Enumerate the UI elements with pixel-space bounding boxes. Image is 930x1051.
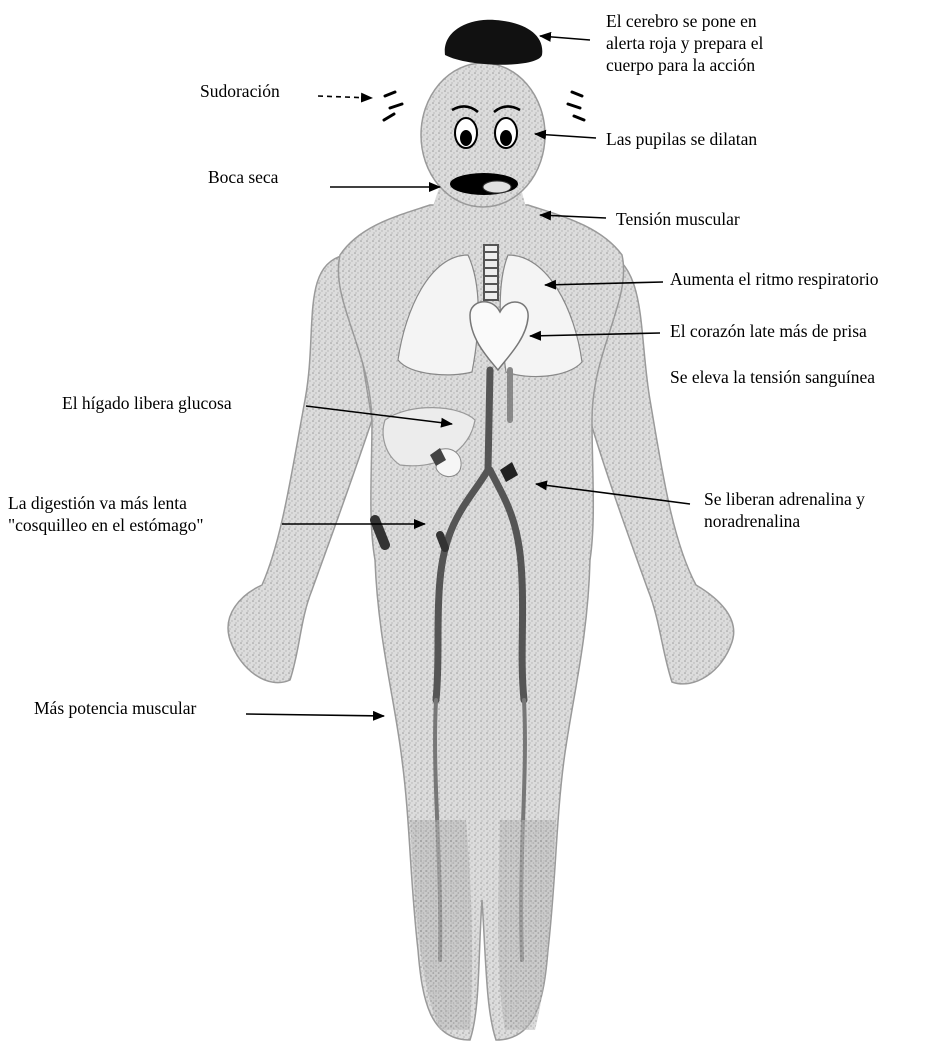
arrow-cerebro [540, 36, 590, 40]
brain-shape [445, 20, 543, 65]
label-boca: Boca seca [208, 166, 278, 188]
label-higado: El hígado libera glucosa [62, 392, 232, 414]
label-cerebro-line-1: El cerebro se pone en [606, 10, 763, 32]
label-potencia: Más potencia muscular [34, 697, 196, 719]
label-cerebro-line-2: alerta roja y prepara el [606, 32, 763, 54]
label-digestion-line-1: La digestión va más lenta [8, 492, 204, 514]
arrow-sudoracion [318, 96, 372, 98]
label-sudoracion: Sudoración [200, 80, 280, 102]
label-tension-sanguinea: Se eleva la tensión sanguínea [670, 366, 875, 388]
mouth [450, 173, 518, 195]
label-corazon: El corazón late más de prisa [670, 320, 867, 342]
label-cerebro: El cerebro se pone en alerta roja y prep… [606, 10, 763, 76]
trachea [484, 245, 498, 300]
label-cerebro-line-3: cuerpo para la acción [606, 54, 763, 76]
arrow-potencia [246, 714, 384, 716]
label-pupilas: Las pupilas se dilatan [606, 128, 757, 150]
label-tension-muscular: Tensión muscular [616, 208, 740, 230]
label-adrenalina-line-2: noradrenalina [704, 510, 865, 532]
label-digestion-line-2: "cosquilleo en el estómago" [8, 514, 204, 536]
label-digestion: La digestión va más lenta "cosquilleo en… [8, 492, 204, 536]
label-adrenalina-line-1: Se liberan adrenalina y [704, 488, 865, 510]
label-adrenalina: Se liberan adrenalina y noradrenalina [704, 488, 865, 532]
label-respiratorio: Aumenta el ritmo respiratorio [670, 268, 878, 290]
